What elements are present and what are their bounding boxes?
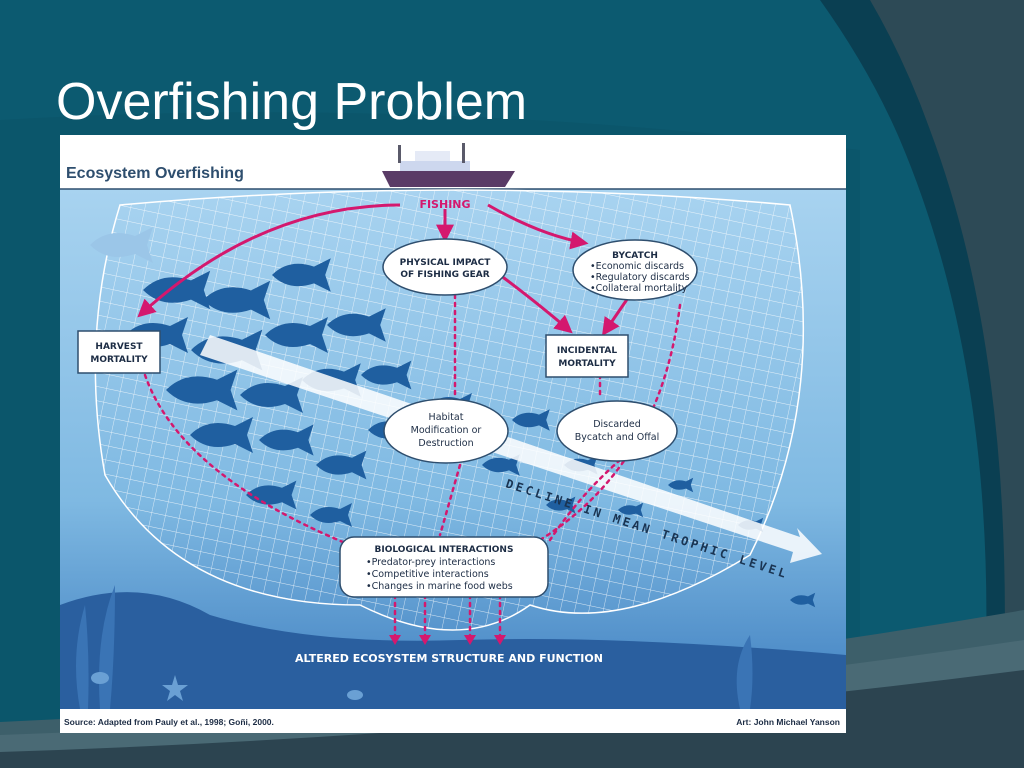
discarded-node: Discarded Bycatch and Offal [556,400,678,462]
physical-impact-line2: OF FISHING GEAR [400,270,489,280]
biological-item-2: •Competitive interactions [366,569,489,580]
physical-impact-node: PHYSICAL IMPACT OF FISHING GEAR [382,238,508,296]
slide-title: Overfishing Problem [56,73,528,131]
biological-interactions-node: BIOLOGICAL INTERACTIONS •Predator-prey i… [339,536,549,598]
habitat-line1: Habitat [429,412,464,423]
discarded-line1: Discarded [593,419,641,430]
bycatch-item-2: •Regulatory discards [590,272,690,283]
incidental-mortality-node: INCIDENTAL MORTALITY [545,334,629,378]
physical-impact-line1: PHYSICAL IMPACT [400,258,492,268]
habitat-line2: Modification or [411,425,482,436]
harvest-line1: HARVEST [95,342,143,352]
crab-icon [91,672,363,700]
discarded-line2: Bycatch and Offal [575,432,660,443]
biological-title: BIOLOGICAL INTERACTIONS [375,545,514,555]
biological-item-1: •Predator-prey interactions [366,557,495,568]
bycatch-node: BYCATCH •Economic discards •Regulatory d… [572,239,698,301]
habitat-node: Habitat Modification or Destruction [383,398,509,464]
bycatch-title: BYCATCH [612,251,658,261]
art-credit: Art: John Michael Yanson [736,717,840,727]
altered-ecosystem-label: ALTERED ECOSYSTEM STRUCTURE AND FUNCTION [295,652,603,665]
bycatch-item-3: •Collateral mortality [590,283,688,294]
biological-item-3: •Changes in marine food webs [366,581,513,592]
ecosystem-overfishing-figure: Ecosystem Overfishing [60,135,846,733]
harvest-line2: MORTALITY [90,355,148,365]
fishing-boat-icon [382,143,515,187]
habitat-line3: Destruction [418,438,473,449]
figure-title: Ecosystem Overfishing [66,165,244,182]
incidental-line1: INCIDENTAL [557,346,617,356]
fishing-label: FISHING [419,198,470,211]
starfish-icon [162,675,188,701]
incidental-line2: MORTALITY [558,359,616,369]
bycatch-item-1: •Economic discards [590,261,684,272]
source-citation: Source: Adapted from Pauly et al., 1998;… [64,717,274,727]
harvest-mortality-node: HARVEST MORTALITY [77,330,161,374]
